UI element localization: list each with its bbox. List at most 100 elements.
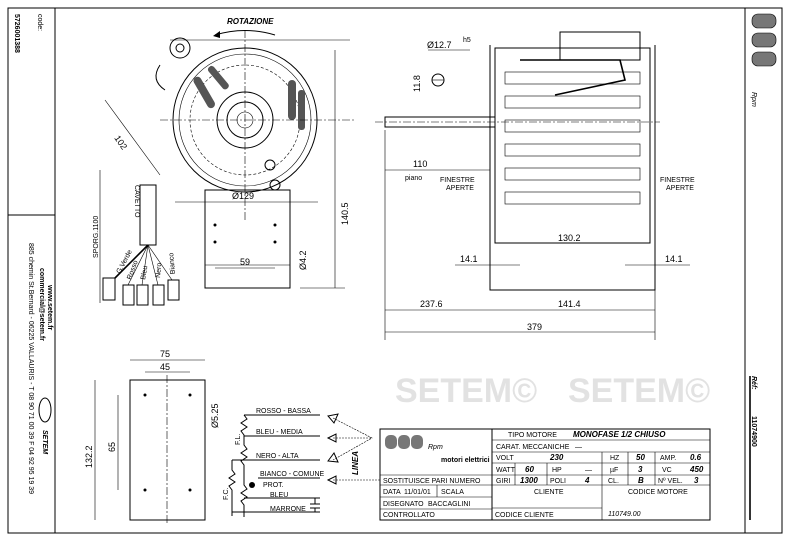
- dim-379: 379: [527, 322, 542, 332]
- dim-diameter-129: Ø129: [232, 191, 254, 201]
- cl-label: CL.: [608, 478, 619, 485]
- wire-label-black: Nero: [155, 262, 163, 278]
- dim-141-4: 141.4: [558, 299, 581, 309]
- address-text: 885 chemin St.Bernard - 06225 VALLAURIS …: [27, 243, 34, 494]
- shaft-tolerance: h5: [463, 37, 471, 44]
- hz-label: HZ: [610, 455, 620, 462]
- ref-value: 11074900: [750, 416, 757, 447]
- watermark-right: SETEM©: [568, 372, 710, 410]
- fl-label: F.L.: [235, 434, 242, 445]
- wire-nero-alta: NERO - ALTA: [256, 453, 299, 460]
- vc-label: VC: [662, 467, 672, 474]
- dim-132-2: 132.2: [84, 445, 94, 468]
- windows-right-2: APERTE: [666, 185, 694, 192]
- setem-logo-text: SETEM: [41, 430, 48, 454]
- setem-logo-mark: [38, 397, 52, 423]
- vel-value: 3: [694, 476, 699, 485]
- code-label: code:: [36, 14, 43, 31]
- carat-label: CARAT. MECCANICHE: [496, 444, 570, 451]
- cl-value: B: [638, 476, 644, 485]
- front-view: ROTAZIONE Ø129 59 Ø4.2 140.5 102 CAVETTO…: [93, 17, 355, 306]
- dim-14-1-left: 14.1: [460, 254, 478, 264]
- codice-cliente-label: CODICE CLIENTE: [495, 512, 554, 519]
- tipo-label: TIPO MOTORE: [508, 432, 557, 439]
- wire-bleu-media: BLEU - MEDIA: [256, 429, 303, 436]
- dim-11-8: 11.8: [412, 75, 422, 92]
- windows-left-1: FINESTRE: [440, 177, 475, 184]
- email-link[interactable]: commercial@setem.fr: [38, 268, 45, 341]
- poli-value: 4: [584, 476, 590, 485]
- left-strip: code: 5726001388 www.setem.fr commercial…: [7, 7, 56, 494]
- code-value: 5726001388: [13, 14, 20, 53]
- codice-motore-value: 110749.00: [608, 511, 641, 518]
- carat-value: —: [575, 444, 582, 451]
- wire-label-white: Bianco: [168, 252, 177, 274]
- windows-right-1: FINESTRE: [660, 177, 695, 184]
- vc-value: 450: [689, 465, 704, 474]
- windows-left-2: APERTE: [446, 185, 474, 192]
- uf-value: 3: [638, 465, 643, 474]
- poli-label: POLI: [550, 478, 566, 485]
- wire-bianco-comune: BIANCO - COMUNE: [260, 471, 325, 478]
- dim-59: 59: [240, 257, 250, 267]
- disegnato-label: DISEGNATO: [383, 501, 424, 508]
- right-strip: Rpm Réf: 11074900: [749, 13, 777, 520]
- bleu-label: BLEU: [270, 492, 288, 499]
- dim-102: 102: [112, 133, 129, 151]
- dim-140-5: 140.5: [340, 202, 350, 225]
- dim-5-25: Ø5.25: [210, 403, 220, 428]
- setem-logo: SETEM: [38, 397, 52, 454]
- title-brand: Rpm: [428, 444, 443, 451]
- dim-45: 45: [160, 362, 170, 372]
- sporg-label: SPORG.1100: [93, 216, 100, 258]
- scala-label: SCALA: [441, 489, 464, 496]
- title-logo: [385, 435, 423, 449]
- dim-110: 110: [413, 159, 427, 169]
- tipo-value: MONOFASE 1/2 CHIUSO: [573, 430, 666, 439]
- wiring-diagram: ROSSO - BASSA BLEU - MEDIA NERO - ALTA B…: [223, 408, 380, 517]
- volt-label: VOLT: [496, 455, 514, 462]
- cliente-label: CLIENTE: [534, 489, 564, 496]
- hp-label: HP: [552, 467, 562, 474]
- disegnato-value: BACCAGLINI: [428, 501, 470, 508]
- wire-leads: [102, 244, 180, 306]
- website-link[interactable]: www.setem.fr: [46, 284, 53, 331]
- dim-75: 75: [160, 349, 170, 359]
- fc-label: F.C.: [223, 488, 230, 501]
- wire-label-red: Rosso: [126, 260, 139, 281]
- dim-65: 65: [107, 442, 117, 452]
- rotation-label: ROTAZIONE: [227, 17, 274, 26]
- rpm-brand: Rpm: [750, 92, 757, 107]
- linea-label: LINEA: [351, 451, 360, 475]
- dim-4-2: Ø4.2: [298, 250, 308, 270]
- hp-value: —: [585, 467, 592, 474]
- giri-value: 1300: [520, 476, 538, 485]
- uf-label: µF: [610, 467, 618, 474]
- side-view: Ø12.7 h5 11.8 110 piano FINESTRE APERTE …: [375, 31, 695, 340]
- sostituisce-label: SOSTITUISCE PARI NUMERO: [383, 478, 481, 485]
- rpm-coil-logo: [751, 13, 777, 67]
- cable-label: CAVETTO: [133, 185, 140, 218]
- code-box: [7, 7, 56, 216]
- volt-value: 230: [549, 453, 564, 462]
- vel-label: Nº VEL.: [658, 478, 683, 485]
- controllato-label: CONTROLLATO: [383, 512, 435, 519]
- hz-value: 50: [636, 453, 645, 462]
- wire-label-blue: Bleu: [140, 265, 149, 280]
- bracket-view: 75 45 65 132.2 Ø5.25: [84, 349, 220, 525]
- amp-value: 0.6: [690, 453, 702, 462]
- dim-shaft-diameter: Ø12.7: [427, 40, 452, 50]
- ref-label: Réf:: [750, 376, 757, 390]
- title-brand-sub: motori elettrici: [441, 457, 490, 464]
- dim-237-6: 237.6: [420, 299, 443, 309]
- data-value: 11/01/01: [404, 489, 431, 496]
- watermark-left: SETEM©: [395, 372, 537, 410]
- dim-130-2: 130.2: [558, 233, 581, 243]
- watt-value: 60: [525, 465, 534, 474]
- amp-label: AMP.: [660, 455, 676, 462]
- watt-label: WATT: [496, 467, 516, 474]
- capacitor: [559, 31, 641, 61]
- giri-label: GIRI: [496, 478, 510, 485]
- piano-label: piano: [405, 175, 422, 182]
